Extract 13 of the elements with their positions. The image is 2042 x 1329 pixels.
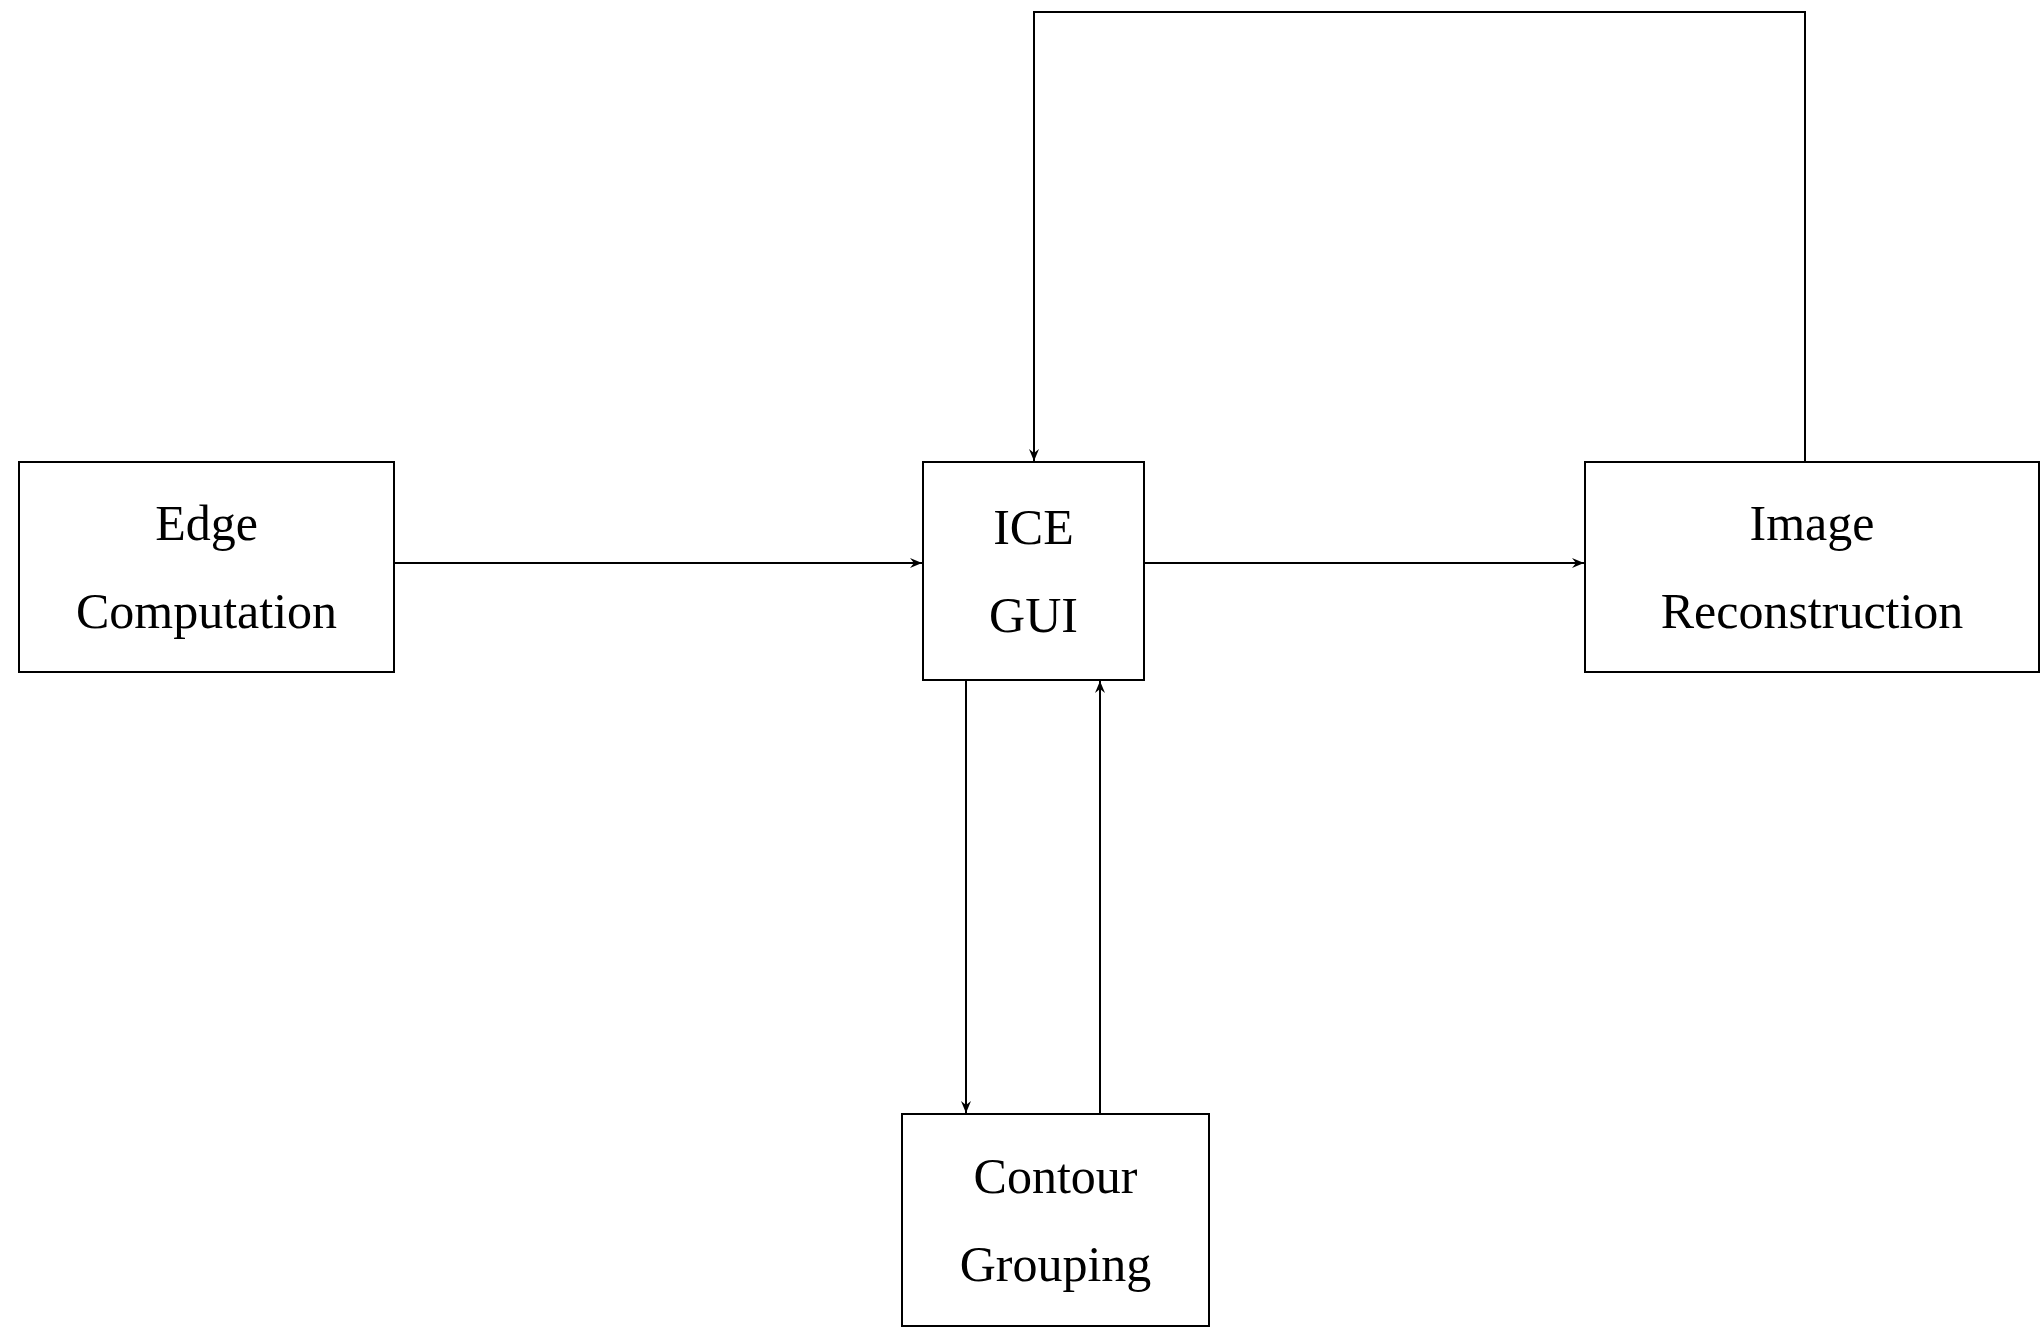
process-box (901, 1113, 1210, 1327)
process-box (18, 461, 395, 673)
arrow (394, 558, 923, 568)
box-label: Edge Computation (74, 494, 339, 641)
box-label: ICE GUI (988, 498, 1079, 645)
arrow (961, 680, 971, 1114)
arrow (1095, 680, 1105, 1114)
process-box (1584, 461, 2040, 673)
arrow (1144, 558, 1585, 568)
arrow (1029, 11, 1806, 462)
box-label: Image Reconstruction (1659, 494, 1965, 641)
process-box (922, 461, 1145, 681)
box-label: Contour Grouping (958, 1147, 1153, 1294)
